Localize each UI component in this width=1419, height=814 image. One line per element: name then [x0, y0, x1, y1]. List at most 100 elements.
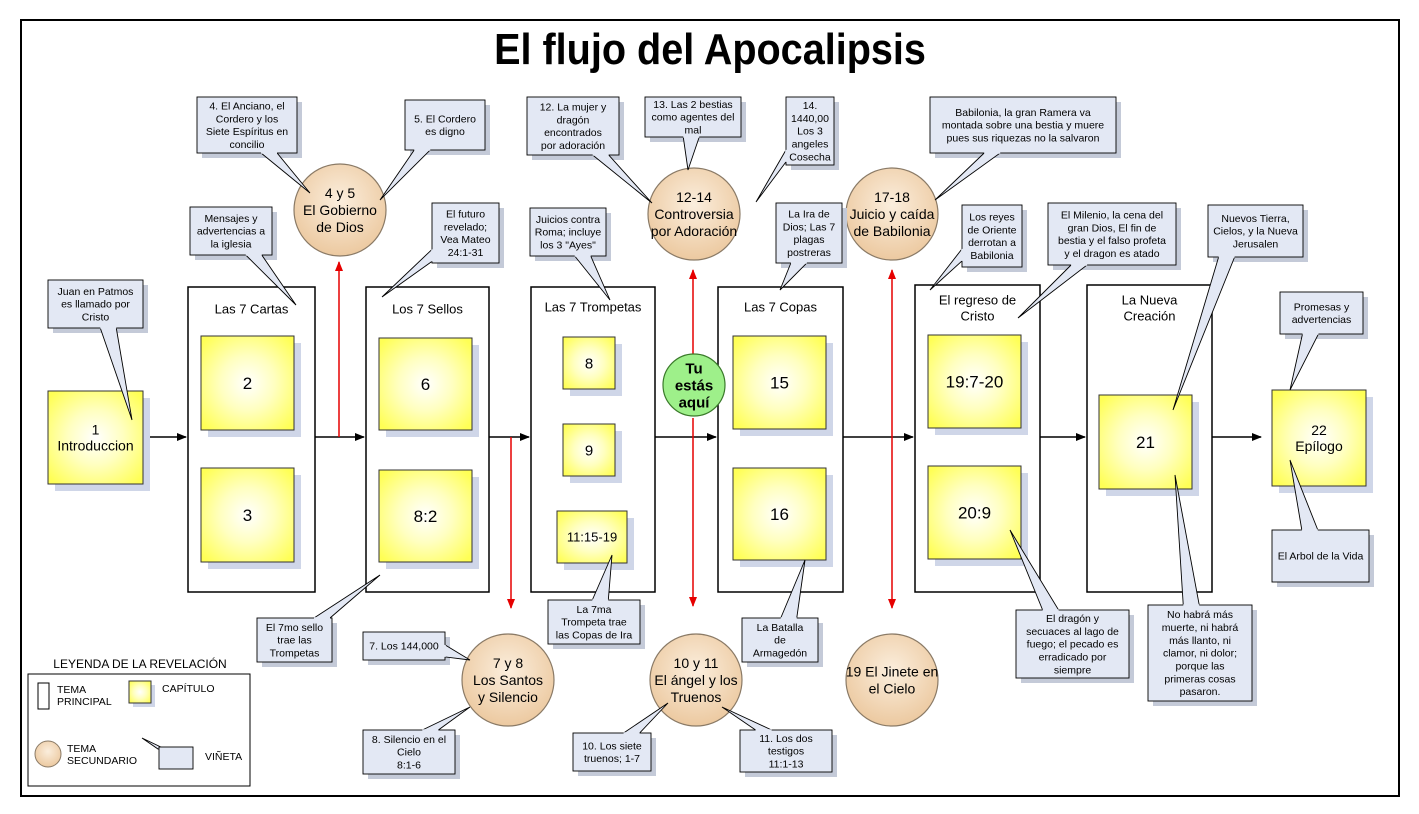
chapter-11-15[interactable]: [556, 510, 634, 570]
circle-angel-truenos-label: Truenos: [671, 689, 722, 705]
you-are-here-label: estás: [675, 377, 713, 394]
theme-box-cartas-label: Las 7 Cartas: [215, 302, 289, 317]
circle-controversia[interactable]: [647, 167, 741, 261]
chapter-15[interactable]: [732, 335, 833, 436]
callout-reyes: [929, 204, 1027, 291]
callout-septimo-sello-text: trae las: [277, 635, 311, 647]
chapter-2[interactable]: [200, 335, 301, 437]
chapter-22-label: 22: [1311, 422, 1327, 438]
callout-septima-trompeta-text: las Copas de Ira: [556, 629, 633, 641]
callout-futuro-text: Vea Mateo: [440, 234, 490, 246]
callout-ramera-text: Babilonia, la gran Ramera va: [955, 107, 1091, 119]
chapter-8[interactable]: [562, 336, 622, 396]
chapter-21[interactable]: [1098, 394, 1199, 496]
circle-gobierno-de-dios[interactable]: [293, 163, 387, 257]
circle-santos-silencio-label: 7 y 8: [493, 655, 524, 671]
chapter-8-2[interactable]: [378, 469, 479, 569]
callout-144000-text: 7. Los 144,000: [369, 641, 439, 653]
callout-anciano: [196, 96, 311, 194]
callout-cordero: [379, 99, 490, 201]
callout-milenio-text: y el dragon es atado: [1064, 248, 1159, 260]
callout-cordero-text: es digno: [425, 126, 465, 138]
callout-silencio-text: 8. Silencio en el: [372, 734, 446, 746]
legend-secundario-label: TEMA: [67, 743, 96, 755]
callout-juicios-text: Roma; incluye: [535, 227, 602, 239]
callout-ira-text: La Ira de: [788, 208, 830, 220]
callout-dragon-text: erradicado por: [1039, 651, 1107, 663]
callout-bestias-text: mal: [685, 124, 702, 136]
callout-reyes-text: Los reyes: [969, 211, 1015, 223]
chapter-1-label: 1: [92, 421, 100, 437]
legend-principal-swatch: [37, 682, 50, 710]
theme-box-trompetas-label: Las 7 Trompetas: [545, 300, 642, 315]
chapter-22[interactable]: [1271, 389, 1373, 493]
chapter-22-label: Epílogo: [1295, 438, 1343, 454]
legend-vineta-swatch: [141, 737, 194, 770]
circle-babilonia-label: Juicio y caída: [850, 206, 935, 222]
callout-truenos-text: 10. Los siete: [582, 740, 642, 752]
callout-testigos-text: 11. Los dos: [759, 733, 813, 745]
callout-dragon-text: fuego; el pecado es: [1027, 639, 1119, 651]
theme-box-regreso-label: Cristo: [961, 309, 995, 324]
callout-cap-14-text: angeles: [792, 138, 829, 150]
circle-jinete-label: el Cielo: [869, 680, 916, 696]
callout-bestias-text: 13. Las 2 bestias: [653, 99, 732, 111]
legend-secundario-swatch: [34, 740, 62, 768]
callout-juicios-text: los 3 "Ayes": [540, 239, 596, 251]
callout-reyes-text: Babilonia: [970, 250, 1013, 262]
callout-juan-patmos-text: Cristo: [82, 311, 110, 323]
chapter-8-label: 8: [585, 355, 593, 372]
callout-nuevos-cielos-text: Cielos, y la Nueva: [1213, 226, 1298, 238]
legend-capitulo-swatch: [128, 680, 155, 707]
circle-angel-truenos[interactable]: [649, 633, 743, 727]
chapter-20-9[interactable]: [927, 465, 1028, 566]
callout-ramera-text: montada sobre una bestia y muere: [942, 120, 1104, 132]
callout-no-mas-muerte-text: clamor, ni dolor;: [1163, 648, 1237, 660]
callout-no-mas-muerte-text: porque las: [1175, 660, 1224, 672]
circle-controversia-label: por Adoración: [651, 223, 737, 239]
callout-armagedon-text: Armagedón: [753, 647, 807, 659]
circle-santos-silencio[interactable]: [461, 633, 555, 727]
callout-no-mas-muerte-text: No habrá más: [1167, 609, 1233, 621]
chapter-9-label: 9: [585, 442, 593, 459]
callout-mensajes-text: la iglesia: [211, 238, 252, 250]
callout-bestias: [644, 96, 746, 171]
callout-futuro: [381, 202, 504, 298]
callout-juan-patmos-text: es llamado por: [61, 299, 130, 311]
circle-angel-truenos-label: El ángel y los: [654, 672, 737, 688]
callout-ira-text: postreras: [787, 247, 831, 259]
callout-dragon: [1009, 529, 1134, 683]
callout-no-mas-muerte-text: más llanto, ni: [1169, 635, 1231, 647]
callout-septima-trompeta: [547, 554, 645, 649]
callout-milenio: [1017, 202, 1181, 319]
callout-cordero-text: 5. El Cordero: [414, 113, 476, 125]
callout-truenos-text: truenos; 1-7: [584, 753, 640, 765]
chapter-6-label: 6: [421, 375, 430, 394]
circle-gobierno-de-dios-label: de Dios: [316, 219, 363, 235]
callout-silencio-text: 8:1-6: [397, 759, 421, 771]
callout-nuevos-cielos: [1172, 204, 1308, 411]
chapter-3[interactable]: [200, 467, 301, 569]
chapter-19-7[interactable]: [927, 334, 1028, 435]
callout-testigos-text: testigos: [768, 746, 804, 758]
callout-mensajes-text: Mensajes y: [204, 213, 258, 225]
callout-armagedon: [741, 559, 823, 667]
chapter-16[interactable]: [732, 467, 833, 567]
legend-title: LEYENDA DE LA REVELACIÓN: [53, 656, 226, 671]
callout-testigos: [721, 706, 837, 777]
theme-box-nueva-creacion-label: La Nueva: [1122, 293, 1178, 308]
you-are-here-label: Tu: [685, 360, 702, 377]
chapter-6[interactable]: [378, 337, 479, 437]
chapter-9[interactable]: [562, 423, 622, 483]
callout-arbol: [1271, 459, 1374, 587]
callout-cap-14-text: 14.: [803, 100, 818, 112]
callout-nuevos-cielos-text: Nuevos Tierra,: [1221, 213, 1289, 225]
callout-mujer-dragon-text: encontrados: [544, 127, 602, 139]
circle-jinete[interactable]: [845, 633, 939, 727]
chapter-11-15-label: 11:15-19: [567, 530, 617, 545]
callout-cap-14-text: 1440,00: [791, 113, 829, 125]
chapter-1[interactable]: [47, 390, 150, 491]
callout-reyes-text: derrotan a: [968, 237, 1016, 249]
callout-milenio-text: El Milenio, la cena del: [1061, 209, 1163, 221]
circle-gobierno-de-dios-label: El Gobierno: [303, 202, 377, 218]
